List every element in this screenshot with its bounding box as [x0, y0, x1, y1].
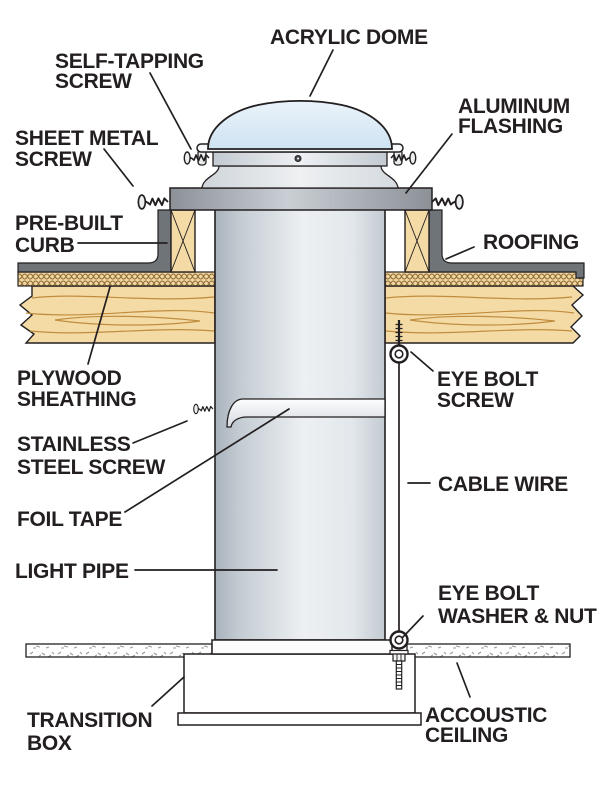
label-pre-built-curb-line2: CURB: [15, 234, 75, 257]
leader-eye-bolt-washer-nut: [402, 615, 424, 638]
label-roofing: ROOFING: [483, 231, 579, 254]
label-acrylic-dome: ACRYLIC DOME: [270, 26, 428, 49]
roof-structure: [17, 209, 585, 344]
sheathing-layer-left: [17, 271, 216, 287]
leader-foil-tape: [124, 408, 290, 513]
accoustic-ceiling-right: [406, 643, 571, 658]
transition-box-bottom-flange: [177, 712, 422, 726]
labels: ACRYLIC DOME SELF-TAPPING SCREW SHEET ME…: [15, 26, 597, 755]
label-self-tapping-line2: SCREW: [55, 70, 132, 93]
transition-box-shape: [183, 653, 416, 714]
leader-roofing: [445, 246, 475, 260]
light-pipe-shape: [214, 204, 386, 641]
wood-grain-right: [385, 295, 575, 334]
label-light-pipe: LIGHT PIPE: [15, 560, 129, 583]
roofing-flashing-skirt-right: [428, 209, 585, 279]
leader-stainless-steel-screw: [132, 420, 188, 444]
wood-grain-left: [25, 295, 215, 334]
label-eye-bolt-washer-line2: WASHER & NUT: [438, 605, 597, 628]
label-eye-bolt-washer-line1: EYE BOLT: [438, 582, 540, 605]
label-eye-bolt-screw-line1: EYE BOLT: [437, 368, 539, 391]
leader-transition-box: [151, 676, 185, 707]
label-sheet-metal-line1: SHEET METAL: [15, 127, 159, 150]
leader-plywood-sheathing: [87, 286, 111, 365]
label-foil-tape: FOIL TAPE: [17, 508, 122, 531]
plywood-plank-left: [18, 285, 216, 344]
sheet-metal-screw-right-icon: [430, 193, 465, 211]
leader-aluminum-flashing: [405, 133, 453, 194]
ring-screw-dot-highlight: [297, 157, 299, 160]
label-transition-box-line1: TRANSITION: [27, 709, 152, 732]
foil-tape-shape: [226, 398, 386, 428]
label-eye-bolt-screw-line2: SCREW: [437, 389, 514, 412]
pipe-ceiling-flange: [211, 639, 393, 655]
curb-left: [170, 209, 196, 273]
leader-lines: [77, 49, 475, 707]
leader-eye-bolt-screw: [410, 351, 434, 372]
aluminum-flashing-band: [169, 187, 433, 211]
label-stainless-line1: STAINLESS: [17, 433, 131, 456]
curb-right: [404, 209, 430, 273]
curb-x-brace-right: [404, 209, 430, 273]
curb-x-brace-left: [170, 209, 196, 273]
leader-accoustic-ceiling: [456, 662, 471, 698]
label-cable-wire: CABLE WIRE: [438, 473, 568, 496]
label-accoustic-line1: ACCOUSTIC: [425, 704, 547, 727]
label-sheet-metal-line2: SCREW: [15, 148, 92, 171]
label-plywood-line1: PLYWOOD: [17, 367, 122, 390]
leader-sheet-metal-screw: [103, 148, 134, 187]
label-aluminum-line2: FLASHING: [458, 115, 563, 138]
stainless-steel-screw-icon: [192, 403, 214, 415]
label-stainless-line2: STEEL SCREW: [17, 456, 165, 479]
plywood-plank-right: [384, 285, 585, 344]
leader-acrylic-dome: [309, 49, 334, 97]
label-accoustic-line2: CEILING: [425, 724, 508, 747]
leader-self-tapping-screw: [149, 72, 192, 150]
label-self-tapping-line1: SELF-TAPPING: [55, 50, 204, 73]
sheathing-layer-right: [384, 271, 584, 287]
sheet-metal-screw-left-icon: [137, 193, 170, 211]
label-aluminum-line1: ALUMINUM: [458, 95, 570, 118]
label-plywood-line2: SHEATHING: [17, 388, 136, 411]
label-pre-built-curb-line1: PRE-BUILT: [15, 212, 123, 235]
dome-collar-bell: [201, 165, 399, 189]
label-transition-box-line2: BOX: [27, 732, 72, 755]
acrylic-dome-shape: [207, 99, 393, 150]
